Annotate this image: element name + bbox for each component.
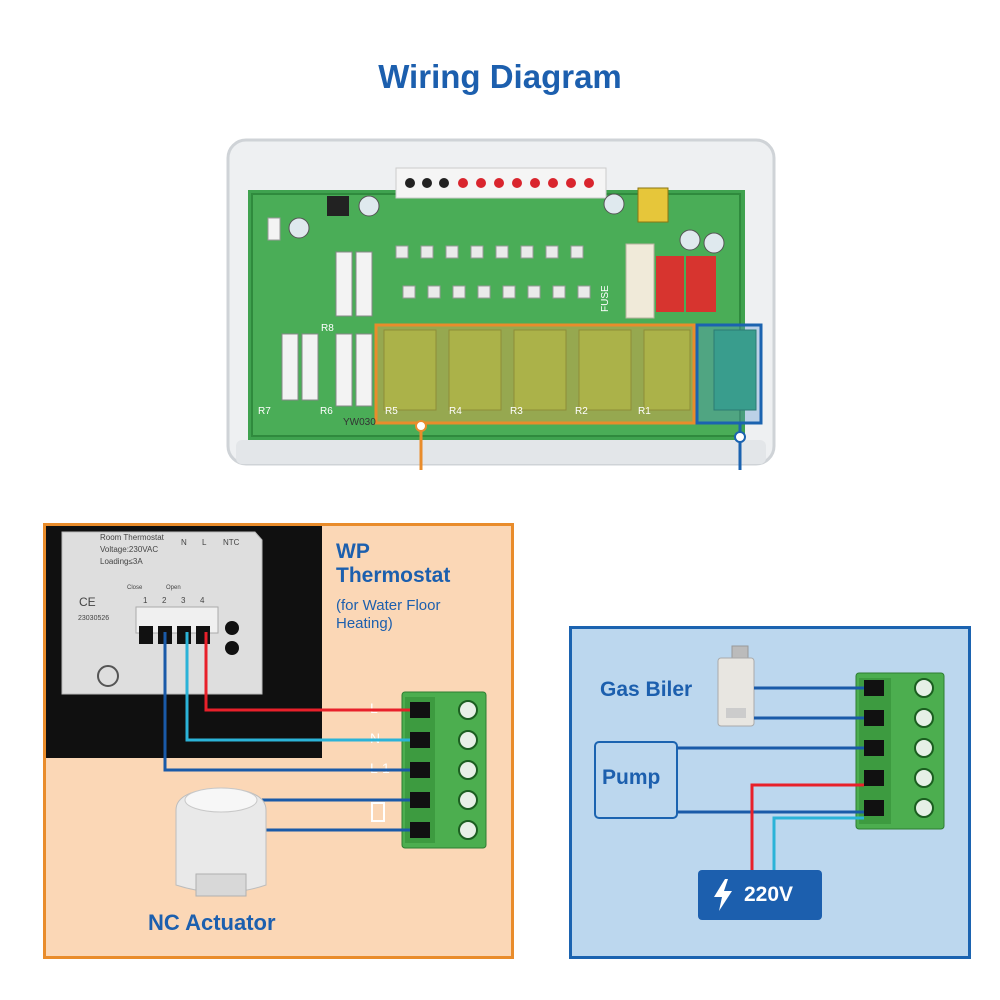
relay-label-r2: R2 [575,406,588,417]
relay-terminal-blocks [383,329,691,411]
terminal-mark-n: N [370,730,380,746]
wp-title-line2: Thermostat [336,564,451,587]
power-supply-badge: 220V [698,870,822,920]
wp-thermostat-subtitle: (for Water Floor Heating) [336,597,440,633]
wire-cyan-n [185,632,410,742]
terminal-mark-l1-l: L [370,760,378,776]
thermostat-n-label: N [181,538,187,547]
wire-power-neutral [772,816,864,870]
wp-title-line1: WP [336,540,370,563]
nc-actuator-label: NC Actuator [148,910,276,935]
model-label: YW030 [343,417,376,428]
thermostat-ce-mark: CE [79,595,96,609]
led-row [405,178,594,188]
power-label: 220V [744,883,794,906]
wp-subtitle-line2: Heating) [336,615,393,632]
thermostat-terminal-3: 3 [181,596,186,605]
thermostat-open-label: Open [166,585,181,591]
left-terminal-block [401,691,487,849]
wp-subtitle-line1: (for Water Floor [336,597,441,614]
controller-board: R5 R4 R3 R2 R1 R8 R7 R6 FUSE YW030 [226,138,776,470]
thermostat-l-label: L [202,538,207,547]
gas-boiler-label: Gas Biler [600,678,693,701]
wire-power-live [750,783,864,870]
thermostat-close-label: Close [127,585,143,591]
fuse-label: FUSE [600,285,611,312]
relay-label-r8: R8 [321,323,334,334]
wire-red-l [204,632,410,712]
gas-boiler-image [717,645,755,727]
thermostat-terminal-2: 2 [162,596,167,605]
thermostat-text-line1: Room Thermostat [100,533,165,542]
nc-actuator-image [175,787,267,897]
relay-highlight-box [374,323,696,425]
thermostat-code: 23030526 [78,615,109,622]
wp-thermostat-title: WP Thermostat [336,540,450,588]
lightning-icon [714,879,732,911]
thermostat-text-line3: Loading≤3A [100,557,143,566]
pump-box [594,741,678,819]
relay-label-r6: R6 [320,406,333,417]
diagram-title: Wiring Diagram [378,58,622,95]
right-terminal-block [855,672,945,830]
wire-blue-1 [163,632,410,772]
thermostat-screw-terminals [139,621,239,655]
boiler-highlight-box [695,323,763,425]
terminal-mark-actuator [371,802,385,822]
thermostat-text-line2: Voltage:230VAC [100,545,158,554]
terminal-mark-l1-1: 1 [382,760,390,776]
pump-label: Pump [602,766,661,789]
relay-label-r1: R1 [638,406,651,417]
relay-label-r4: R4 [449,406,462,417]
terminal-mark-l: L [370,700,378,716]
thermostat-terminal-1: 1 [143,596,148,605]
thermostat-ntc-label: NTC [223,538,240,547]
relay-label-r7: R7 [258,406,271,417]
thermostat-terminal-4: 4 [200,596,205,605]
relay-label-r3: R3 [510,406,523,417]
relay-label-r5: R5 [385,406,398,417]
